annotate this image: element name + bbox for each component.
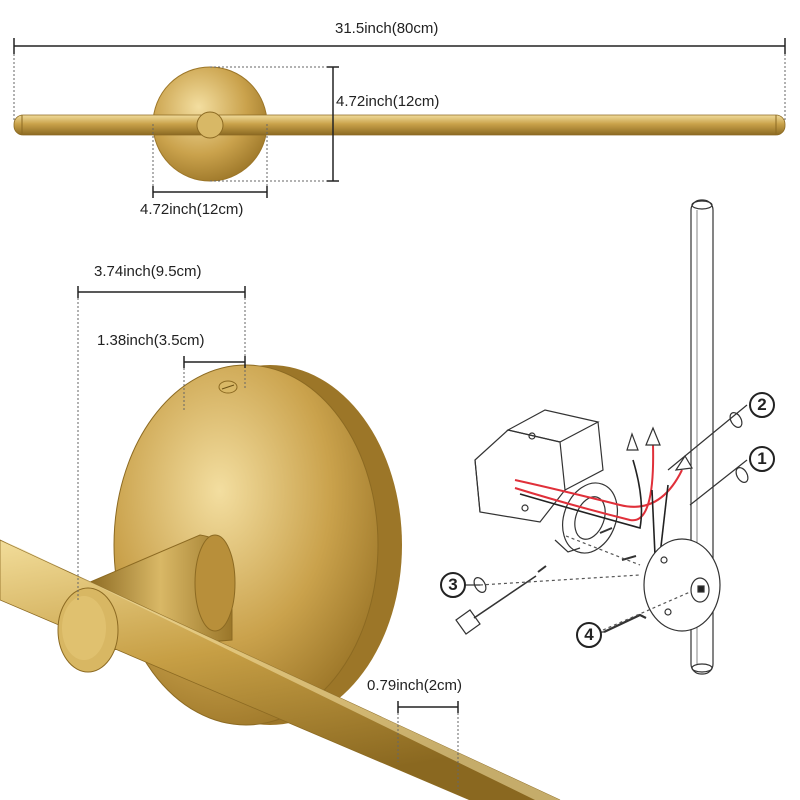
junction-box [474,409,604,523]
plate-height-label: 4.72inch(12cm) [336,93,440,110]
step-marker-4: 4 [576,622,602,648]
installation-diagram [455,199,749,675]
mounting-bracket [554,482,618,554]
total-length-label: 31.5inch(80cm) [335,20,439,37]
top-front-view [13,38,786,198]
hex-key [603,613,647,633]
arm-cap-front [196,111,224,139]
light-rod-front [13,114,786,136]
step-marker-2: 2 [749,392,775,418]
arm-depth-label: 3.74inch(9.5cm) [94,263,202,280]
close-up-side-view [0,286,561,800]
screwdriver [455,575,537,635]
plate-depth-label: 1.38inch(3.5cm) [97,332,205,349]
step-marker-1: 1 [749,446,775,472]
plate-width-label: 4.72inch(12cm) [140,201,244,218]
red-wire [514,469,683,508]
black-wire [519,459,643,530]
rod-diameter-label: 0.79inch(2cm) [367,677,463,694]
canopy-plate [643,538,721,632]
step-marker-3: 3 [440,572,466,598]
